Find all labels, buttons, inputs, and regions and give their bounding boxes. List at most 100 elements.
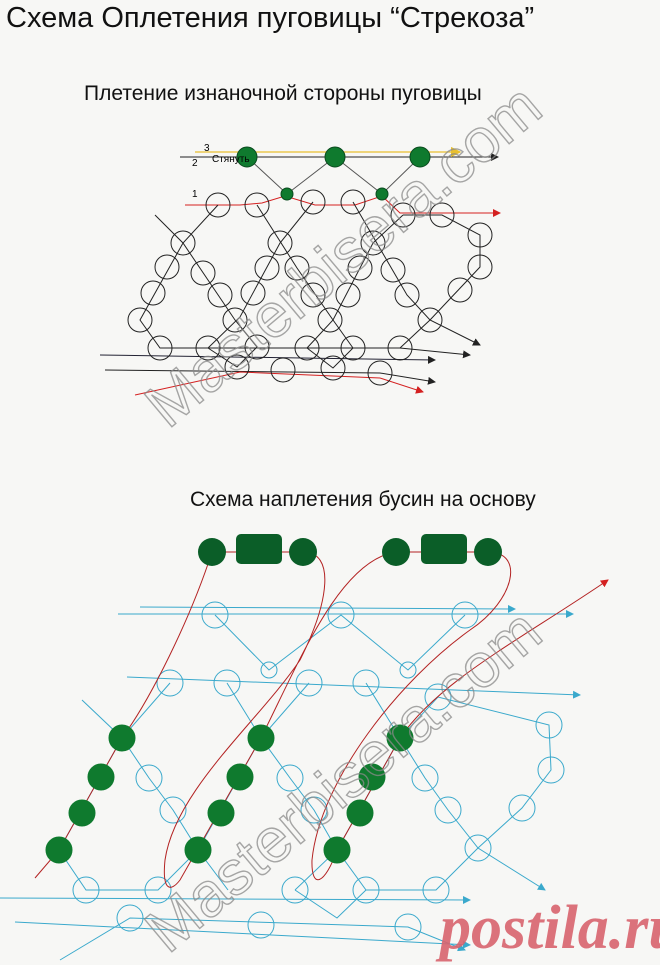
green-bead (87, 763, 115, 791)
bead-circle (154, 254, 180, 280)
page-title: Схема Оплетения пуговицы “Стрекоза” (6, 2, 535, 34)
thread-line (139, 604, 516, 613)
bead-circle (222, 307, 248, 333)
bead-circle (347, 255, 373, 281)
postila-watermark: postila.ru (435, 894, 660, 962)
bead-circle (367, 360, 393, 386)
bead-circle (254, 255, 280, 281)
thread-line (99, 354, 436, 364)
green-bead (409, 146, 431, 168)
small-bead-circle (399, 661, 417, 679)
thread-line (154, 214, 258, 348)
bead-circle (464, 834, 492, 862)
green-bead (324, 146, 346, 168)
bead-circle (335, 282, 361, 308)
bead-circle (72, 876, 100, 904)
small-green-bead (280, 187, 294, 201)
green-bead (323, 836, 351, 864)
bead-circle (270, 357, 296, 383)
bead-circle (127, 307, 153, 333)
red-thread (311, 551, 609, 881)
bead-circle (213, 669, 241, 697)
thread-line (256, 204, 354, 349)
bead-circle (224, 354, 250, 380)
bead-circle (535, 711, 563, 739)
bead-circle (294, 335, 320, 361)
bead-circle (340, 335, 366, 361)
green-bead (346, 799, 374, 827)
bead-circle (424, 683, 452, 711)
green-bead (108, 724, 136, 752)
bead-circle (327, 601, 355, 629)
green-bead (474, 538, 502, 566)
bead-circle (537, 756, 565, 784)
bottom-diagram-title: Схема наплетения бусин на основу (190, 488, 536, 511)
bead-circle (195, 335, 221, 361)
thread-line (352, 201, 481, 346)
bead-circle (205, 192, 231, 218)
bead-circle (340, 189, 366, 215)
bead-circle (170, 230, 196, 256)
bead-circle (247, 911, 275, 939)
thread-line (104, 369, 436, 385)
top-diagram-title: Плетение изнаночной стороны пуговицы (84, 82, 482, 105)
thread-line (214, 614, 466, 671)
bead-circle (116, 904, 144, 932)
bead-circle (295, 669, 323, 697)
thread-line (207, 201, 314, 349)
bead-circle (207, 282, 233, 308)
thread-label-3: 3 (204, 143, 210, 154)
green-bead (226, 763, 254, 791)
bead-circle (352, 669, 380, 697)
thread-line (14, 921, 471, 949)
bead-circle (508, 794, 536, 822)
bead-circle (240, 280, 266, 306)
green-bead (358, 763, 386, 791)
bead-circle (394, 282, 420, 308)
top-diagram (99, 146, 501, 396)
bead-circle (284, 255, 310, 281)
bead-circle (422, 876, 450, 904)
bead-circle (281, 876, 309, 904)
green-bead (45, 836, 73, 864)
bead-circle (276, 764, 304, 792)
green-bead (68, 799, 96, 827)
bead-circle (135, 764, 163, 792)
green-bead (207, 799, 235, 827)
thread-line (306, 214, 404, 349)
bead-circle (467, 254, 493, 280)
bead-circle (394, 913, 422, 941)
bead-circle (159, 796, 187, 824)
bead-circle (201, 601, 229, 629)
green-bead (184, 836, 212, 864)
thread-line (0, 895, 471, 904)
bead-circle (244, 192, 270, 218)
green-bead (247, 724, 275, 752)
bead-circle (467, 222, 493, 248)
thread-line (399, 214, 481, 349)
bead-circle (300, 796, 328, 824)
bead-circle (360, 230, 386, 256)
bead-circle (390, 202, 416, 228)
small-green-bead (375, 187, 389, 201)
bead-circle (352, 876, 380, 904)
green-bead (386, 724, 414, 752)
green-bead (236, 146, 258, 168)
small-bead-circle (260, 661, 278, 679)
thread-label-1: 1 (192, 189, 198, 200)
bead-circle (317, 307, 343, 333)
watermark-top: Masterbisera.com (133, 71, 555, 441)
red-thread (163, 551, 397, 888)
bead-circle (380, 257, 406, 283)
bead-circle (411, 764, 439, 792)
bead-circle (156, 669, 184, 697)
bead-circle (190, 260, 216, 286)
green-bead (382, 538, 410, 566)
thread-line (59, 917, 466, 961)
thread-line (134, 371, 424, 396)
bead-circle (434, 796, 462, 824)
bead-circle (140, 280, 166, 306)
rectangular-bead (236, 534, 282, 564)
